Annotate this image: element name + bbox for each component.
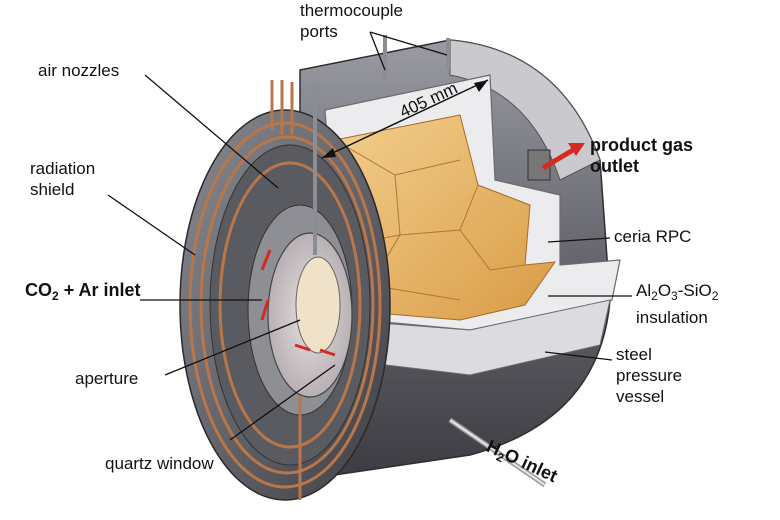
- alumina-sub-1: 2: [651, 289, 658, 303]
- thermocouple-ports-label: thermocouple ports: [300, 0, 403, 42]
- steel-line-2: pressure: [616, 366, 683, 385]
- insulation-line: insulation: [636, 308, 708, 327]
- steel-line-1: steel: [616, 345, 652, 364]
- radiation-line-1: radiation: [30, 159, 96, 178]
- alumina-o: O: [657, 281, 672, 300]
- alumina-sub-3: 2: [711, 289, 719, 303]
- product-gas-outlet-label: product gas outlet: [590, 135, 693, 177]
- co2-text-a: CO: [25, 280, 52, 300]
- leader-lines: [107, 31, 632, 441]
- thermocouple-line-1: thermocouple: [300, 1, 404, 20]
- quartz-window: [260, 232, 353, 398]
- steel-line-3: vessel: [616, 387, 665, 406]
- thermocouple-line-2: ports: [300, 22, 338, 41]
- ceria-rpc-label: ceria RPC: [614, 227, 692, 246]
- radiation-line-2: shield: [30, 180, 75, 199]
- steel-pressure-vessel-label: steel pressure vessel: [616, 344, 682, 407]
- product-line-1: product gas: [590, 135, 694, 155]
- aperture-label: aperture: [75, 369, 139, 388]
- quartz-window-label: quartz window: [105, 454, 214, 473]
- alumina-sub-2: 3: [671, 289, 678, 303]
- product-line-2: outlet: [590, 156, 639, 176]
- product-gas-outlet: [527, 143, 585, 181]
- co2-ar-inlet-label: CO2 + Ar inlet: [25, 280, 141, 307]
- co2-subscript: 2: [52, 289, 59, 303]
- alumina-sio: -SiO: [677, 281, 712, 300]
- alumina-formula: Al2O3-SiO2: [636, 280, 718, 307]
- h2o-inlet-pipe: [448, 417, 547, 488]
- alumina-al: Al: [636, 281, 652, 300]
- alumina-silica-insulation-label: Al2O3-SiO2 insulation: [636, 280, 718, 328]
- co2-text-b: + Ar inlet: [58, 280, 141, 300]
- air-nozzles-label: air nozzles: [38, 61, 120, 80]
- radiation-shield-label: radiation shield: [30, 158, 95, 200]
- copper-cooling-coils: [188, 80, 382, 500]
- thermocouple-rods: [313, 35, 450, 255]
